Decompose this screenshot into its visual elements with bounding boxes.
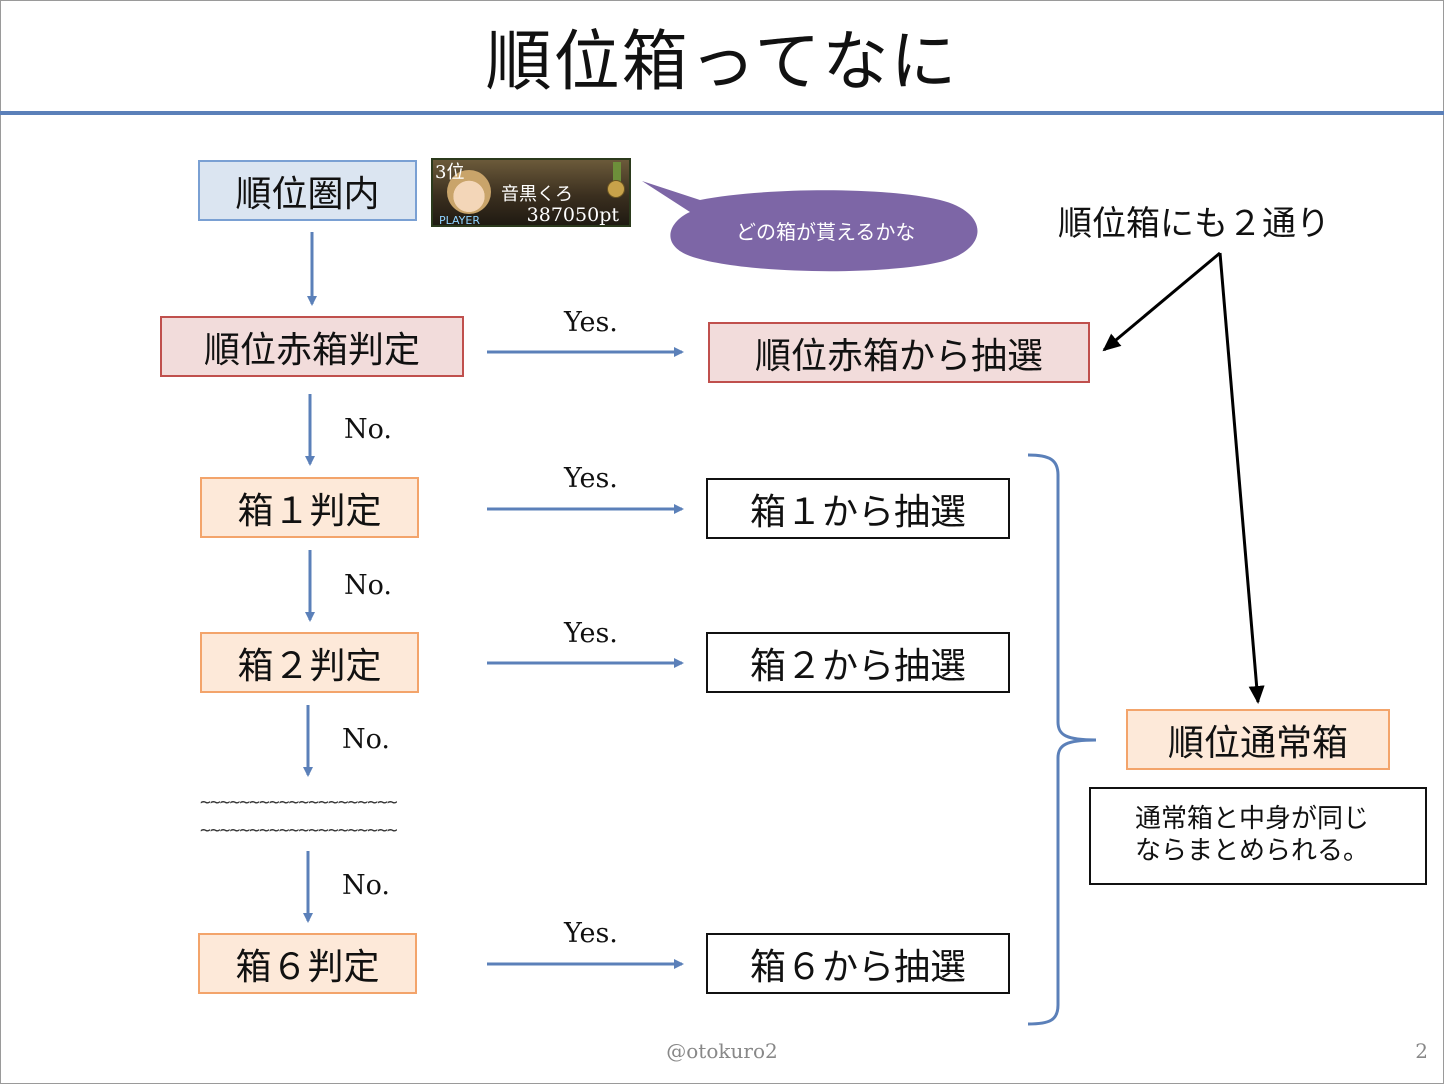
player-name: 音黒くろ bbox=[501, 184, 573, 205]
two-ways-caption: 順位箱にも２通り bbox=[1058, 204, 1330, 244]
edge-label-no: No. bbox=[344, 570, 392, 601]
node-box6-draw: 箱６から抽選 bbox=[706, 933, 1010, 994]
node-in-rank: 順位圏内 bbox=[198, 160, 417, 221]
ellipsis-line: ~~~~~~~~~~~~~~~~~~~~ bbox=[200, 792, 398, 813]
edge-label-no: No. bbox=[344, 414, 392, 445]
node-box1-check: 箱１判定 bbox=[200, 477, 419, 538]
edge-label-yes: Yes. bbox=[564, 463, 618, 494]
node-box6-check: 箱６判定 bbox=[198, 933, 417, 994]
note-line: 通常箱と中身が同じ bbox=[1135, 804, 1370, 834]
black-arrow bbox=[1218, 252, 1265, 704]
node-box2-check: 箱２判定 bbox=[200, 632, 419, 693]
edge-label-no: No. bbox=[342, 724, 390, 755]
node-box2-draw: 箱２から抽選 bbox=[706, 632, 1010, 693]
edge-label-yes: Yes. bbox=[564, 618, 618, 649]
speech-bubble-text: どの箱が貰えるかな bbox=[736, 220, 916, 244]
note-line: ならまとめられる。 bbox=[1135, 836, 1370, 866]
edge-label-yes: Yes. bbox=[564, 307, 618, 338]
node-red-check: 順位赤箱判定 bbox=[160, 316, 464, 377]
note-box: 通常箱と中身が同じ ならまとめられる。 bbox=[1089, 787, 1427, 885]
black-arrow bbox=[1102, 251, 1221, 352]
right-brace bbox=[1027, 453, 1097, 1026]
ellipsis-line: ~~~~~~~~~~~~~~~~~~~~ bbox=[200, 820, 398, 841]
speech-bubble bbox=[642, 181, 978, 272]
slide-title: 順位箱ってなに bbox=[485, 23, 959, 100]
node-normal-box: 順位通常箱 bbox=[1126, 709, 1390, 770]
player-points: 387050pt bbox=[526, 204, 619, 226]
node-box1-draw: 箱１から抽選 bbox=[706, 478, 1010, 539]
ribbon-icon bbox=[613, 162, 621, 182]
page-number: 2 bbox=[1415, 1039, 1428, 1063]
player-rank-card: 3位 音黒くろ 387050pt PLAYER bbox=[431, 158, 631, 227]
node-red-draw: 順位赤箱から抽選 bbox=[708, 322, 1090, 383]
player-rank: 3位 bbox=[435, 162, 465, 183]
medal-icon bbox=[607, 180, 625, 198]
title-divider bbox=[0, 111, 1444, 115]
edge-label-no: No. bbox=[342, 870, 390, 901]
edge-label-yes: Yes. bbox=[564, 918, 618, 949]
player-label: PLAYER bbox=[439, 214, 480, 227]
avatar bbox=[447, 170, 491, 214]
footer-handle: @otokuro2 bbox=[666, 1039, 778, 1063]
